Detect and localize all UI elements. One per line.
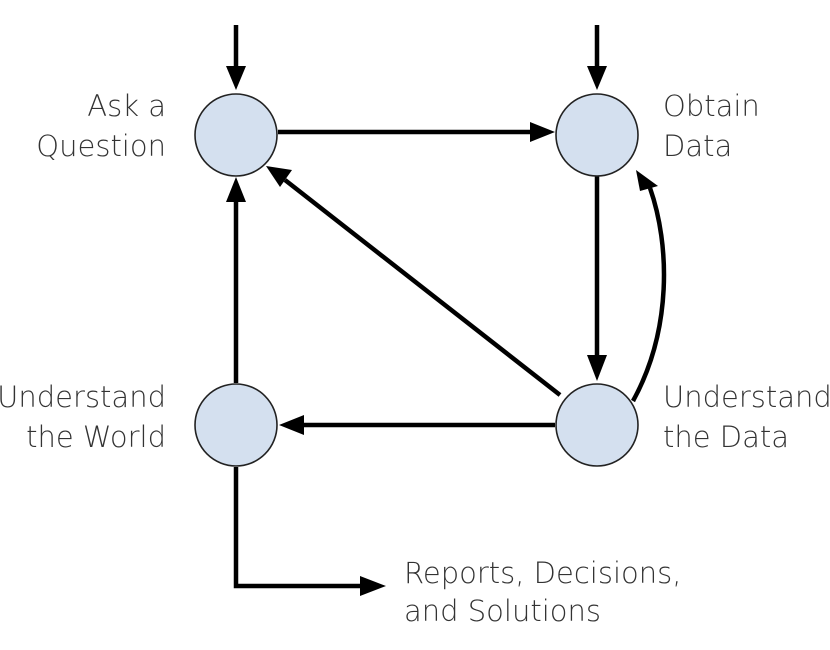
edge-understand-data-to-world bbox=[279, 415, 555, 435]
label-understand-world-line2: the World bbox=[26, 420, 166, 454]
label-ask-question-line2: Question bbox=[36, 129, 166, 163]
node-obtain-data bbox=[555, 93, 639, 177]
label-understand-data-line1: Understand bbox=[663, 380, 830, 414]
edge-understand-data-to-ask bbox=[266, 166, 562, 397]
label-understand-data-line2: the Data bbox=[663, 420, 789, 454]
label-obtain-data-line1: Obtain bbox=[663, 89, 760, 123]
entry-arrow-obtain-data bbox=[587, 25, 607, 90]
edge-ask-to-obtain bbox=[278, 122, 555, 142]
entry-arrow-ask-question bbox=[226, 25, 246, 90]
edge-world-to-reports bbox=[233, 467, 386, 596]
node-understand-world bbox=[194, 383, 278, 467]
label-obtain-data-line2: Data bbox=[663, 129, 732, 163]
label-output-line2: and Solutions bbox=[404, 594, 601, 628]
edge-understand-world-to-ask bbox=[226, 177, 246, 383]
label-ask-question-line1: Ask a bbox=[87, 89, 166, 123]
label-understand-world-line1: Understand bbox=[0, 380, 166, 414]
node-ask-question bbox=[194, 93, 278, 177]
label-output-line1: Reports, Decisions, bbox=[404, 556, 681, 590]
edge-obtain-to-understand-data bbox=[587, 176, 607, 381]
edge-understand-data-to-obtain-curved bbox=[631, 170, 667, 403]
node-understand-data bbox=[555, 383, 639, 467]
